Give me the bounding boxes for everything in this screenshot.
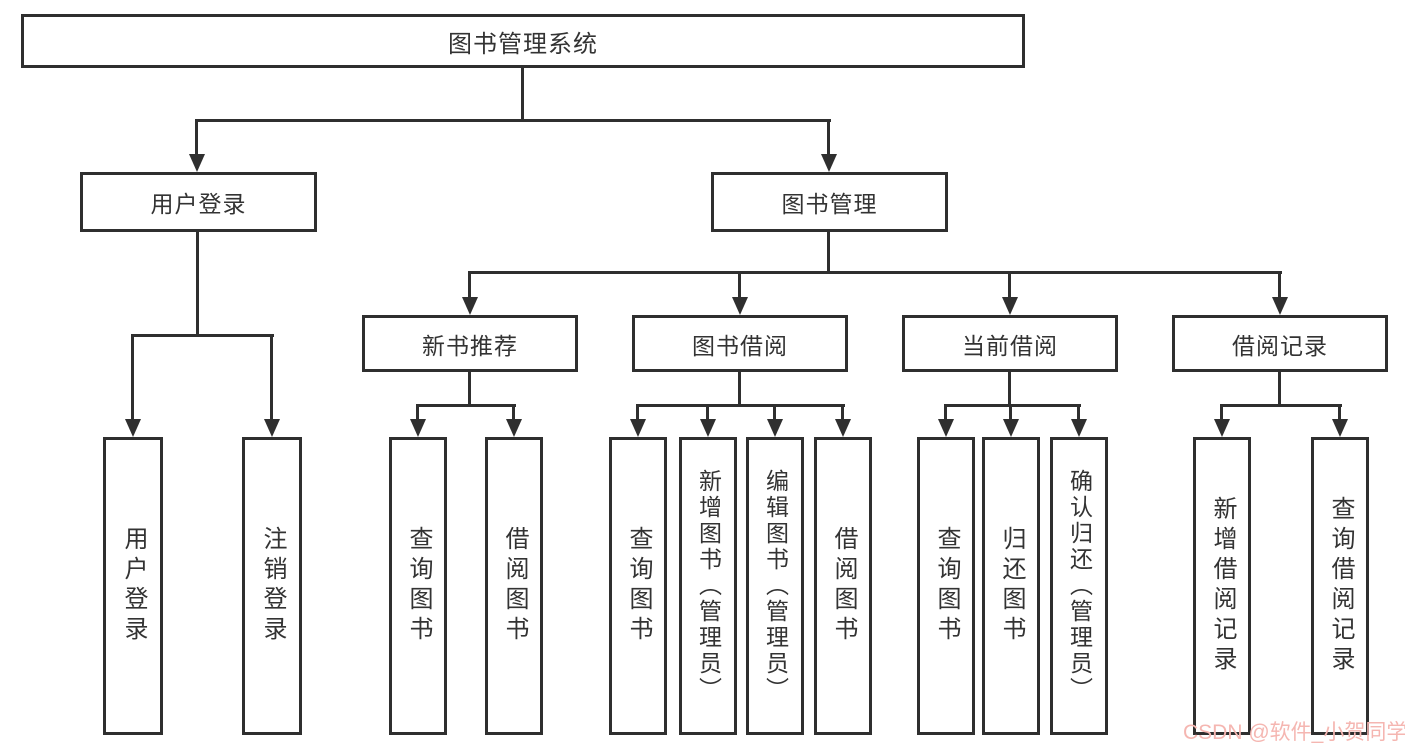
node-label: 当前借阅 [962, 332, 1058, 359]
connector-drop [416, 405, 419, 421]
node-label: 用户登录 [150, 191, 247, 217]
connector-drop [1220, 405, 1223, 421]
leaf-recommend-borrow-book: 借阅图书 [485, 437, 543, 735]
arrowhead-down-icon [1003, 419, 1019, 437]
leaf-borrowing-edit-book-admin: 编辑图书（管理员） [746, 437, 804, 735]
leaf-current-return-book: 归还图书 [982, 437, 1040, 735]
leaf-user-login: 用户登录 [103, 437, 163, 735]
connector-borrowing-stem [738, 372, 741, 405]
arrowhead-down-icon [700, 419, 716, 437]
connector-drop [195, 120, 198, 156]
connector-recommend-branch [416, 404, 516, 407]
connector-current-stem [1008, 372, 1011, 405]
arrowhead-down-icon [1214, 419, 1230, 437]
node-user-login: 用户登录 [80, 172, 317, 232]
leaf-records-add-record: 新增借阅记录 [1193, 437, 1251, 735]
node-book-management: 图书管理 [711, 172, 948, 232]
node-borrowing-records: 借阅记录 [1172, 315, 1388, 372]
connector-user-login-branch [131, 334, 274, 337]
connector-records-stem [1278, 372, 1281, 405]
connector-book-mgmt-stem [827, 232, 830, 272]
node-label: 新增图书（管理员） [695, 469, 722, 703]
node-label: 图书管理 [781, 191, 878, 217]
arrowhead-down-icon [938, 419, 954, 437]
node-root-library-management-system: 图书管理系统 [21, 14, 1025, 68]
node-label: 查询图书 [933, 526, 960, 646]
connector-drop [1009, 405, 1012, 421]
connector-root-stem [521, 68, 524, 120]
node-label: 查询图书 [625, 526, 652, 646]
node-label: 借阅图书 [501, 526, 528, 646]
arrowhead-down-icon [821, 154, 837, 172]
connector-recommend-stem [468, 372, 471, 405]
node-label: 查询借阅记录 [1327, 496, 1354, 676]
node-label: 查询图书 [405, 526, 432, 646]
node-label: 图书管理系统 [448, 30, 598, 58]
connector-records-branch [1220, 404, 1342, 407]
node-book-borrowing: 图书借阅 [632, 315, 848, 372]
arrowhead-down-icon [189, 154, 205, 172]
arrowhead-down-icon [410, 419, 426, 437]
connector-drop [706, 405, 709, 421]
arrowhead-down-icon [732, 297, 748, 315]
arrowhead-down-icon [125, 419, 141, 437]
node-new-book-recommend: 新书推荐 [362, 315, 578, 372]
connector-drop [1008, 272, 1011, 299]
arrowhead-down-icon [264, 419, 280, 437]
node-label: 确认归还（管理员） [1066, 469, 1093, 703]
leaf-borrowing-add-book-admin: 新增图书（管理员） [679, 437, 737, 735]
node-current-borrowing: 当前借阅 [902, 315, 1118, 372]
leaf-records-query-record: 查询借阅记录 [1311, 437, 1369, 735]
connector-drop [1278, 272, 1281, 299]
connector-drop [131, 335, 134, 421]
node-label: 借阅图书 [830, 526, 857, 646]
arrowhead-down-icon [767, 419, 783, 437]
connector-drop [512, 405, 515, 421]
connector-drop [944, 405, 947, 421]
leaf-current-query-book: 查询图书 [917, 437, 975, 735]
node-label: 图书借阅 [692, 332, 788, 359]
node-label: 注销登录 [259, 526, 286, 646]
node-label: 归还图书 [998, 526, 1025, 646]
leaf-borrowing-borrow-book: 借阅图书 [814, 437, 872, 735]
csdn-watermark: CSDN @软件_小贺同学 [1183, 721, 1405, 744]
node-label: 借阅记录 [1232, 332, 1328, 359]
connector-drop [738, 272, 741, 299]
arrowhead-down-icon [630, 419, 646, 437]
connector-drop [841, 405, 844, 421]
arrowhead-down-icon [506, 419, 522, 437]
leaf-logout: 注销登录 [242, 437, 302, 735]
connector-user-login-stem [196, 232, 199, 335]
node-label: 新书推荐 [422, 332, 518, 359]
node-label: 用户登录 [120, 526, 147, 646]
arrowhead-down-icon [835, 419, 851, 437]
connector-borrowing-branch [636, 404, 845, 407]
node-label: 新增借阅记录 [1209, 496, 1236, 676]
connector-drop [270, 335, 273, 421]
leaf-current-confirm-return-admin: 确认归还（管理员） [1050, 437, 1108, 735]
connector-book-mgmt-branch [468, 271, 1282, 274]
leaf-borrowing-query-book: 查询图书 [609, 437, 667, 735]
connector-drop [773, 405, 776, 421]
arrowhead-down-icon [462, 297, 478, 315]
connector-root-branch [195, 119, 831, 122]
arrowhead-down-icon [1332, 419, 1348, 437]
arrowhead-down-icon [1272, 297, 1288, 315]
leaf-recommend-query-book: 查询图书 [389, 437, 447, 735]
connector-current-branch [944, 404, 1081, 407]
connector-drop [1338, 405, 1341, 421]
connector-drop [827, 120, 830, 156]
arrowhead-down-icon [1002, 297, 1018, 315]
connector-drop [1077, 405, 1080, 421]
node-label: 编辑图书（管理员） [762, 469, 789, 703]
connector-drop [468, 272, 471, 299]
arrowhead-down-icon [1071, 419, 1087, 437]
connector-drop [636, 405, 639, 421]
